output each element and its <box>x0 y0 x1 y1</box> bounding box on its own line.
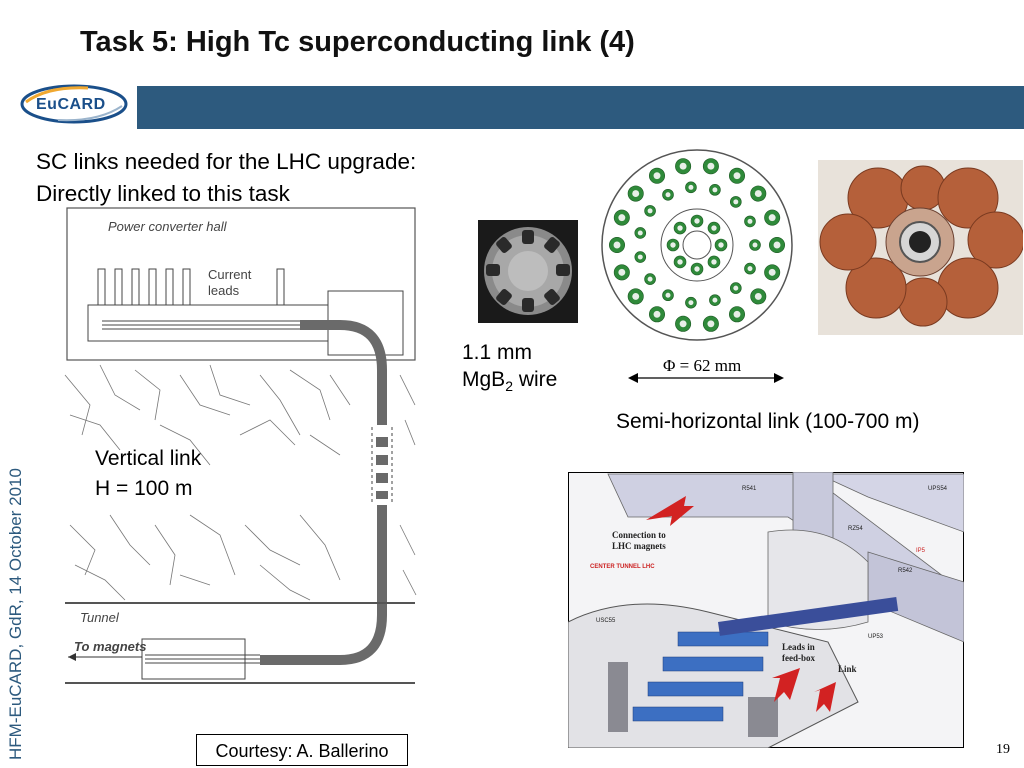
strand-core <box>677 225 683 231</box>
center-tunnel-label: CENTER TUNNEL LHC <box>590 564 655 570</box>
r542-label: R542 <box>898 568 913 574</box>
leads-line-2: feed-box <box>782 653 815 663</box>
strand-core <box>754 292 762 300</box>
strand-core <box>653 172 661 180</box>
cable-cross-section-diagram <box>601 149 793 341</box>
strand-core <box>707 162 715 170</box>
strand-core <box>733 285 739 291</box>
strand-core <box>707 320 715 328</box>
diameter-dimension-arrow <box>628 373 784 383</box>
courtesy-box: Courtesy: A. Ballerino <box>196 734 408 766</box>
semi-horizontal-link-label: Semi-horizontal link (100-700 m) <box>616 410 920 433</box>
r541-label: R541 <box>742 486 757 492</box>
leads-line-1: Leads in <box>782 642 815 652</box>
intro-line-1: SC links needed for the LHC upgrade: <box>36 149 417 174</box>
strand-core <box>618 214 626 222</box>
page-number: 19 <box>996 742 1010 757</box>
strand-core <box>653 310 661 318</box>
vertical-link-line-1: Vertical link <box>95 447 202 470</box>
strand-core <box>670 242 676 248</box>
ip5-label: IP5 <box>916 548 926 554</box>
mgb2-wire-cross-section-image <box>478 220 578 323</box>
strand-core <box>768 268 776 276</box>
current-leads-label-2: leads <box>208 283 240 298</box>
strand-core <box>747 266 753 272</box>
wire-label: 1.1 mm MgB2 wire <box>462 339 557 400</box>
up53-label: UP53 <box>868 634 884 640</box>
tunnel-label: Tunnel <box>80 610 120 625</box>
strand-core <box>712 187 718 193</box>
link-label: Link <box>838 664 857 674</box>
hall-label: Power converter hall <box>108 219 228 234</box>
strand-core <box>679 320 687 328</box>
strand-core <box>733 310 741 318</box>
usc55-label: USC55 <box>596 618 616 624</box>
footer-side-text: HFM-EuCARD, GdR, 14 October 2010 <box>6 468 25 760</box>
connection-line-1: Connection to <box>612 530 666 540</box>
intro-text: SC links needed for the LHC upgrade: Dir… <box>36 146 416 210</box>
strand-core <box>718 242 724 248</box>
rz54-label: RZ54 <box>848 526 863 532</box>
strand-core <box>773 241 781 249</box>
strand-core <box>688 300 694 306</box>
strand-core <box>665 192 671 198</box>
strand-core <box>637 254 643 260</box>
strand-core <box>637 230 643 236</box>
strand-core <box>665 292 671 298</box>
strand-core <box>711 225 717 231</box>
strand-core <box>618 268 626 276</box>
eucard-logo <box>20 84 128 124</box>
strand-core <box>613 241 621 249</box>
diameter-label: Φ = 62 mm <box>663 356 742 375</box>
connection-line-2: LHC magnets <box>612 541 666 551</box>
to-magnets-label: To magnets <box>74 639 146 654</box>
strand-core <box>711 259 717 265</box>
tunnel-3d-rendering: Connection to LHC magnets CENTER TUNNEL … <box>568 472 964 748</box>
ups54-label: UPS54 <box>928 486 948 492</box>
strand-core <box>712 297 718 303</box>
vertical-link-line-2: H = 100 m <box>95 477 193 500</box>
strand-core <box>647 276 653 282</box>
strand-core <box>754 190 762 198</box>
intro-line-2: Directly linked to this task <box>36 181 290 206</box>
cable-photo-image <box>818 160 1023 335</box>
strand-core <box>694 266 700 272</box>
strand-core <box>694 218 700 224</box>
strand-core <box>647 208 653 214</box>
strand-core <box>733 172 741 180</box>
strand-core <box>747 218 753 224</box>
strand-core <box>768 214 776 222</box>
strand-core <box>677 259 683 265</box>
slide-title: Task 5: High Tc superconducting link (4) <box>80 26 635 58</box>
link-schematic-diagram: Power converter hall Current leads <box>64 207 417 684</box>
strand-core <box>632 292 640 300</box>
strand-core <box>679 162 687 170</box>
vertical-link-label: Vertical link H = 100 m <box>95 444 201 504</box>
strand-core <box>632 190 640 198</box>
strand-core <box>752 242 758 248</box>
logo-text: EuCARD <box>36 96 106 113</box>
header-banner <box>137 86 1024 129</box>
vertical-link-cable <box>300 320 387 425</box>
strand-core <box>688 184 694 190</box>
current-leads-label-1: Current <box>208 267 252 282</box>
wire-material-label: MgB2 wire <box>462 368 558 395</box>
wire-size-label: 1.1 mm <box>462 341 533 364</box>
strand-core <box>733 199 739 205</box>
